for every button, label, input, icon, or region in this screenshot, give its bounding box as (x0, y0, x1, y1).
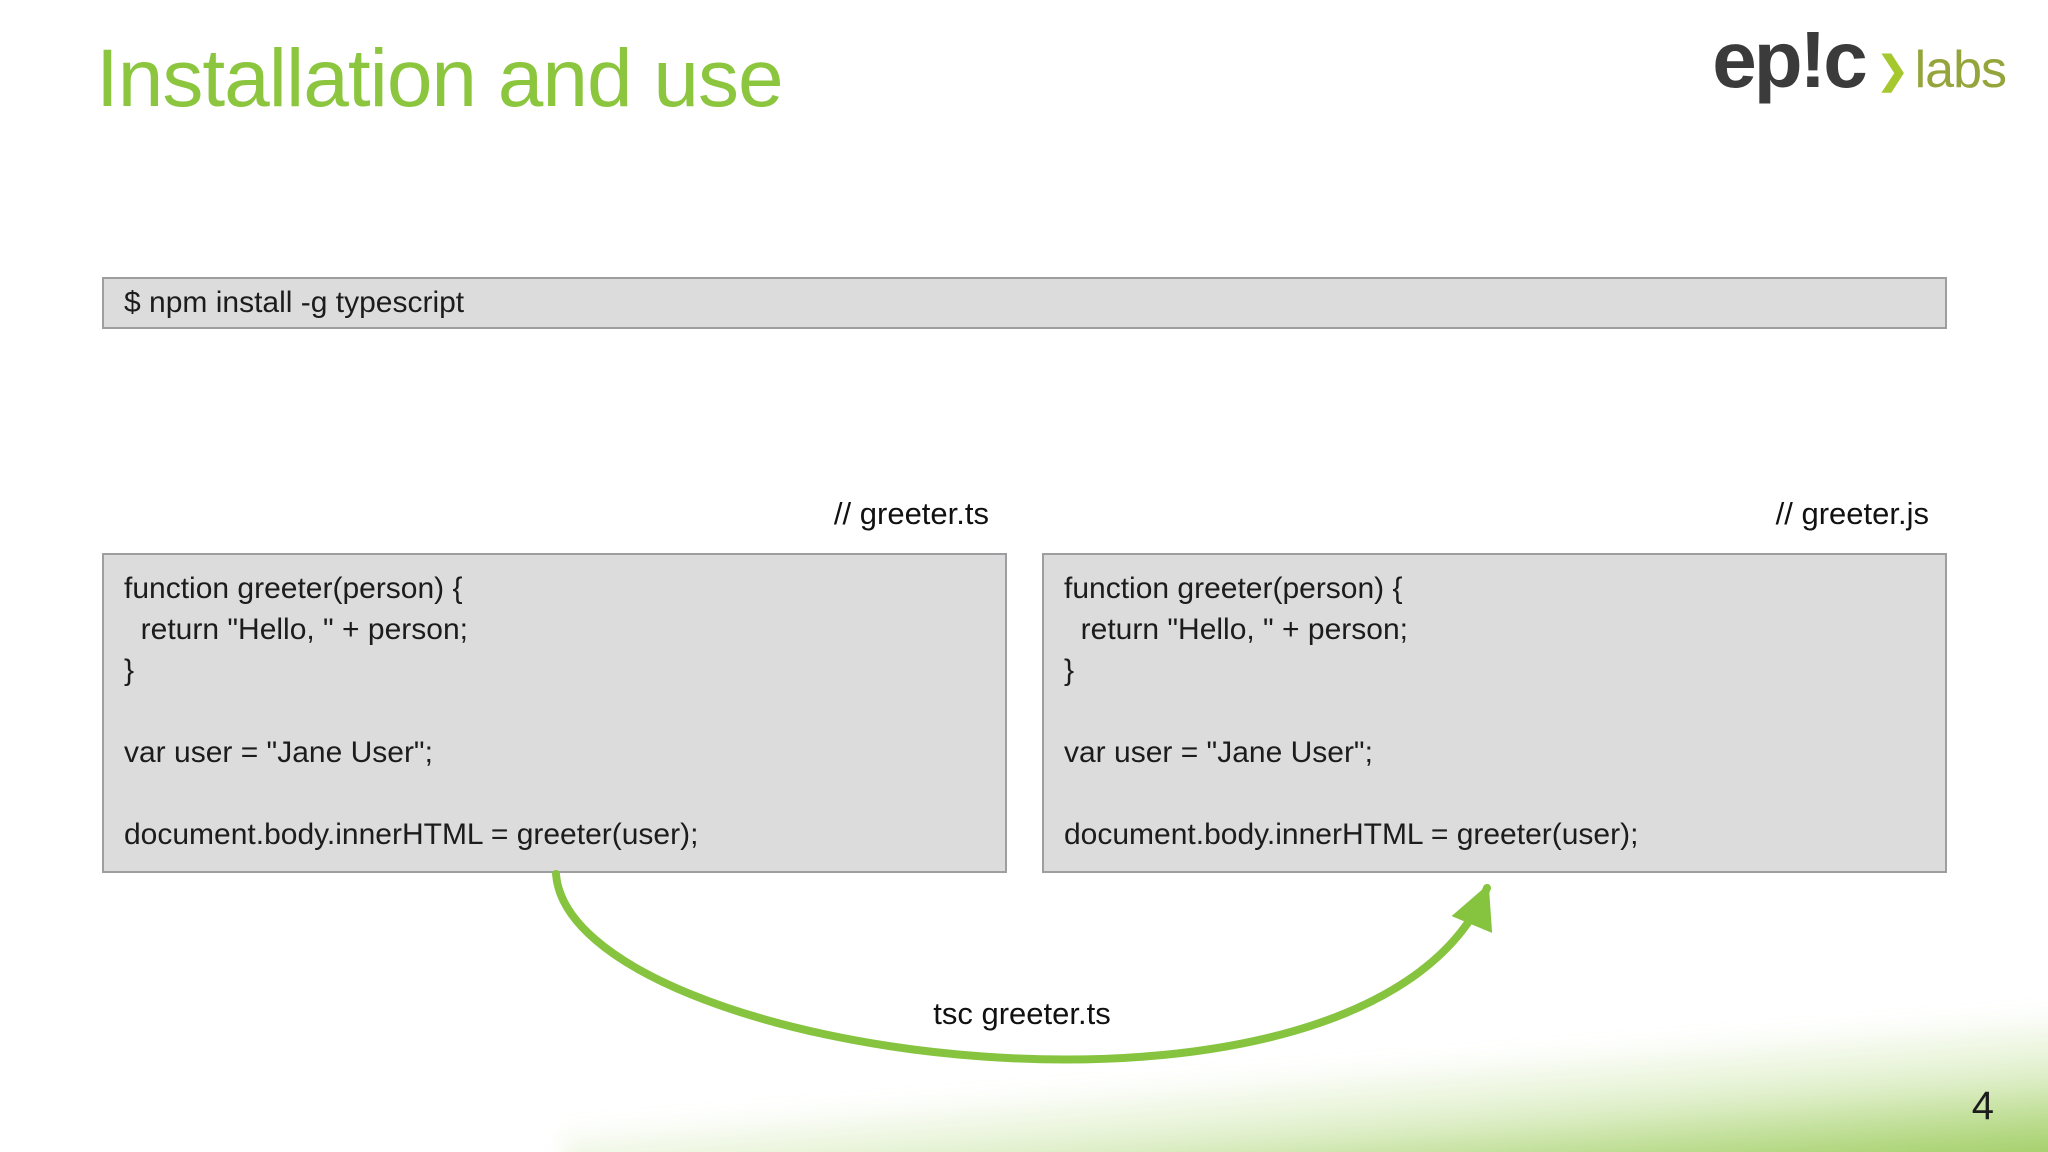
bottom-swoosh-gradient (560, 974, 2048, 1152)
code-panel-greeter-ts: function greeter(person) { return "Hello… (102, 553, 1007, 873)
chevron-right-icon: ❯ (1876, 50, 1909, 92)
page-number: 4 (1971, 1084, 1994, 1128)
compile-command-label: tsc greeter.ts (933, 996, 1111, 1031)
terminal-command-box: $ npm install -g typescript (102, 277, 1947, 329)
page-title: Installation and use (96, 33, 784, 124)
code-text-greeter-ts: function greeter(person) { return "Hello… (124, 572, 699, 851)
logo-wordmark: ep!c (1712, 15, 1867, 104)
panel-label-greeter-ts: // greeter.ts (833, 496, 989, 531)
terminal-command-text: $ npm install -g typescript (124, 286, 465, 319)
epic-labs-logo: ep!c ❯ labs (1712, 15, 2007, 104)
code-panel-greeter-js: function greeter(person) { return "Hello… (1042, 553, 1947, 873)
panel-label-greeter-js: // greeter.js (1775, 496, 1929, 531)
code-text-greeter-js: function greeter(person) { return "Hello… (1064, 572, 1639, 851)
logo-labs-text: labs (1914, 41, 2007, 99)
